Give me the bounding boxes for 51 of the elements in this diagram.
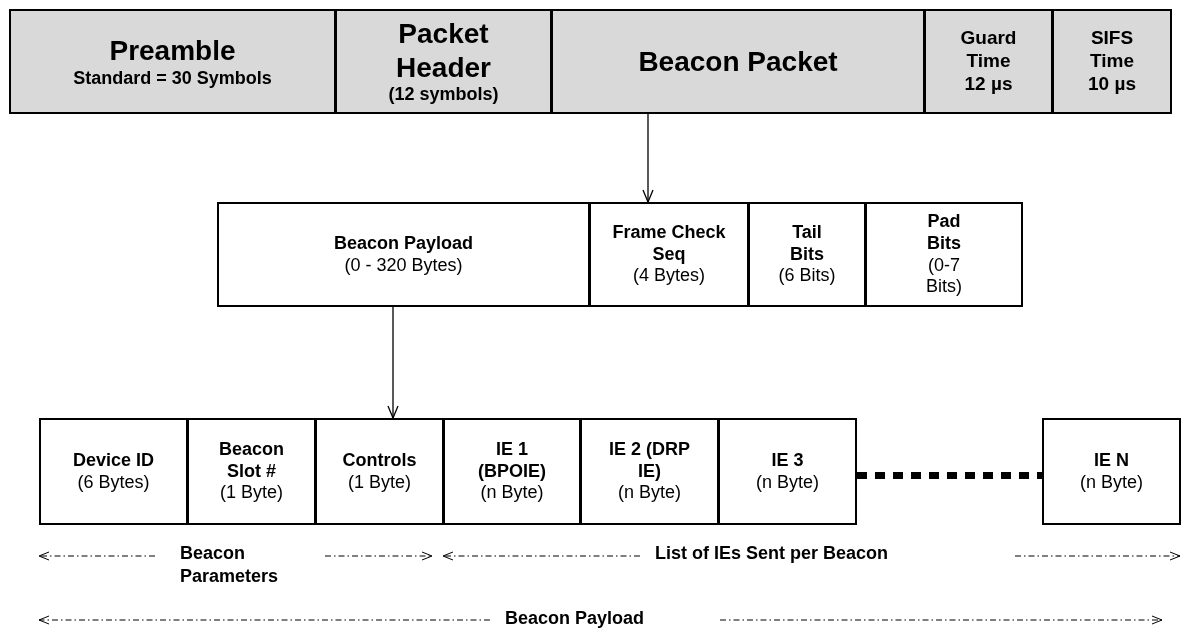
- packet-field: [315, 418, 444, 525]
- packet-field: [924, 9, 1053, 114]
- packet-field: [865, 202, 1023, 307]
- dotted-line: [857, 472, 1042, 479]
- field-name: Frame Check Seq: [611, 222, 727, 266]
- field-size: (n Byte): [480, 482, 544, 504]
- field-name: IE 1 (BPOIE): [477, 439, 547, 483]
- packet-field: [1042, 418, 1181, 525]
- field-size: (4 Bytes): [633, 265, 705, 287]
- field-name: Preamble: [109, 33, 236, 68]
- field-size: (12 symbols): [388, 84, 499, 106]
- packet-field: [187, 418, 316, 525]
- packet-field: [718, 418, 857, 525]
- field-size: (n Byte): [756, 471, 819, 494]
- packet-field: [551, 9, 925, 114]
- dimension-label: Beacon Payload: [505, 607, 645, 630]
- field-name: Controls: [342, 449, 417, 472]
- field-name: Guard Time 12 µs: [959, 27, 1018, 96]
- field-size: (1 Byte): [348, 471, 411, 494]
- field-size: (n Byte): [618, 482, 681, 504]
- field-size: (0 - 320 Bytes): [344, 254, 463, 277]
- packet-field: [1052, 9, 1172, 114]
- field-size: (6 Bytes): [77, 471, 150, 494]
- packet-field: [443, 418, 581, 525]
- packet-field: [9, 9, 336, 114]
- dimension-label: List of IEs Sent per Beacon: [655, 542, 889, 565]
- field-name: Packet Header: [395, 17, 492, 85]
- arrow: [642, 113, 654, 203]
- field-name: IE 3: [771, 449, 804, 472]
- packet-field: [748, 202, 866, 307]
- field-size: (1 Byte): [220, 482, 283, 504]
- field-size: (0-7 Bits): [925, 254, 963, 298]
- field-size: Standard = 30 Symbols: [73, 67, 272, 90]
- field-name: Beacon Payload: [333, 232, 474, 255]
- field-name: SIFS Time 10 µs: [1087, 27, 1137, 96]
- field-name: IE N: [1094, 449, 1129, 472]
- packet-field: [589, 202, 749, 307]
- packet-field: [335, 9, 552, 114]
- field-name: Beacon Packet: [638, 44, 838, 79]
- packet-field: [39, 418, 188, 525]
- field-name: Device ID: [72, 449, 154, 472]
- field-size: (6 Bits): [778, 265, 836, 287]
- packet-field: [217, 202, 590, 307]
- field-name: Pad Bits: [926, 211, 962, 255]
- field-name: IE 2 (DRP IE): [608, 439, 691, 483]
- arrow: [387, 306, 399, 419]
- field-name: Beacon Slot #: [218, 439, 285, 483]
- field-size: (n Byte): [1080, 471, 1143, 494]
- field-name: Tail Bits: [789, 222, 825, 266]
- packet-field: [580, 418, 719, 525]
- dimension-label: Beacon Parameters: [180, 542, 280, 587]
